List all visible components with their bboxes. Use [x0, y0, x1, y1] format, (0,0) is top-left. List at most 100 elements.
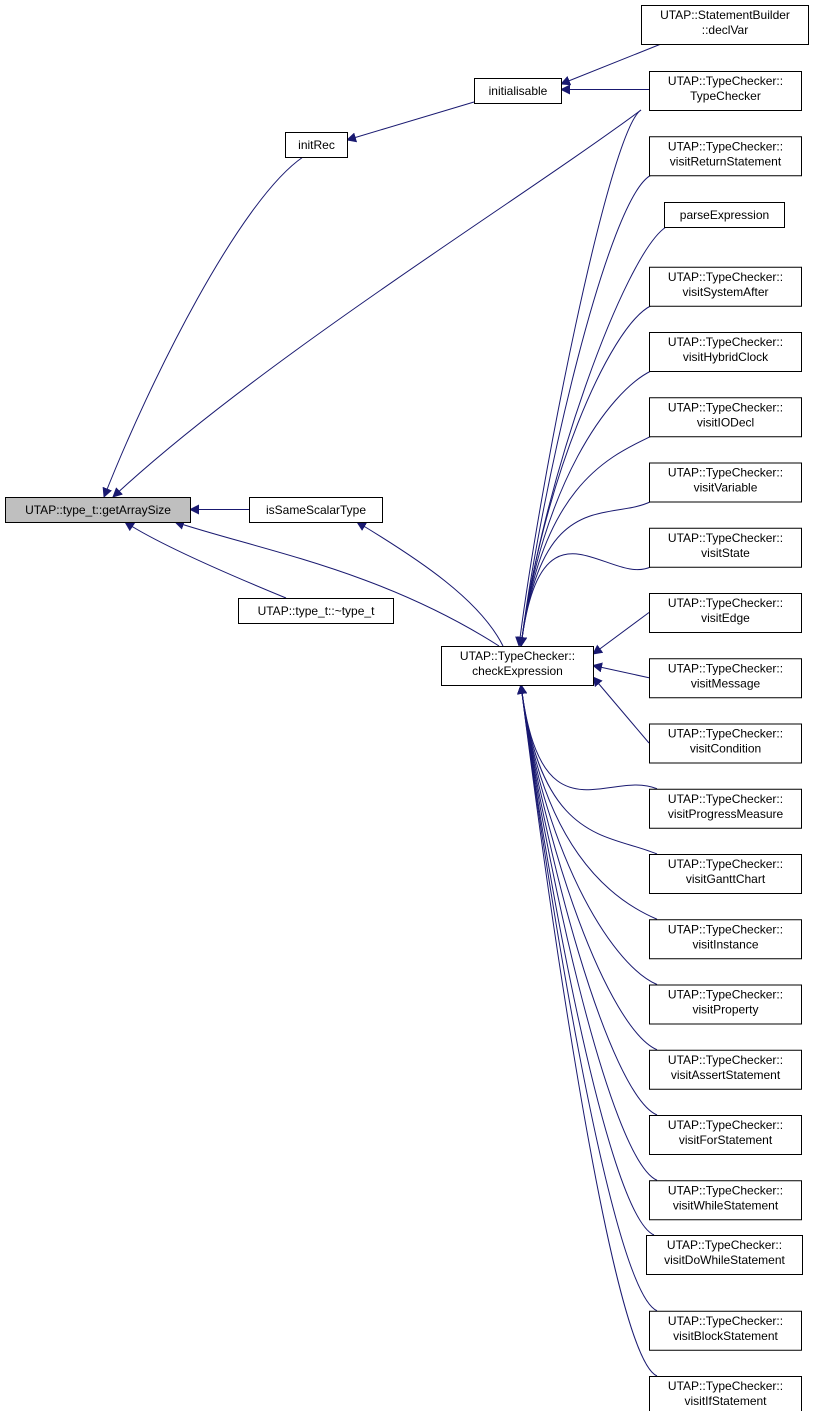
- node-label: UTAP::TypeChecker::: [668, 466, 783, 480]
- edge-tcBlock-to-checkExpression: [517, 684, 658, 1312]
- node-label: visitForStatement: [679, 1133, 773, 1147]
- edge-tcProgress-to-checkExpression: [517, 684, 658, 791]
- node-isSameScalarType[interactable]: isSameScalarType: [249, 497, 383, 523]
- node-tcGantt[interactable]: UTAP::TypeChecker::visitGanttChart: [649, 854, 802, 894]
- node-tcIf[interactable]: UTAP::TypeChecker::visitIfStatement: [649, 1376, 802, 1411]
- node-box: [649, 397, 802, 438]
- node-label: UTAP::TypeChecker::: [668, 531, 783, 545]
- node-box: [249, 497, 383, 523]
- node-label: UTAP::TypeChecker::: [668, 596, 783, 610]
- edge-tcAssert-to-checkExpression: [517, 684, 658, 1051]
- node-tcWhile[interactable]: UTAP::TypeChecker::visitWhileStatement: [649, 1180, 802, 1221]
- node-box: [649, 788, 802, 829]
- node-parseExpression[interactable]: parseExpression: [664, 202, 785, 228]
- node-tcProgress[interactable]: UTAP::TypeChecker::visitProgressMeasure: [649, 788, 802, 829]
- node-label: UTAP::type_t::~type_t: [258, 604, 376, 618]
- node-label: UTAP::TypeChecker::: [668, 74, 783, 88]
- node-tcSystemAfter[interactable]: UTAP::TypeChecker::visitSystemAfter: [649, 266, 802, 307]
- node-label: visitMessage: [691, 676, 761, 690]
- node-tcEdge[interactable]: UTAP::TypeChecker::visitEdge: [649, 593, 802, 633]
- node-initRec[interactable]: initRec: [285, 132, 348, 158]
- node-box: [646, 1235, 803, 1275]
- node-box: [649, 527, 802, 568]
- node-label: visitVariable: [694, 481, 758, 495]
- edge-checkExpression-to-root: [174, 520, 500, 647]
- node-label: UTAP::TypeChecker::: [668, 792, 783, 806]
- node-box: [649, 1376, 802, 1411]
- node-box: [238, 598, 394, 624]
- node-box: [649, 136, 802, 177]
- node-label: visitAssertStatement: [671, 1068, 781, 1082]
- edge-tcHybridClock-to-checkExpression: [517, 370, 652, 647]
- edge-tcWhile-to-checkExpression: [517, 684, 658, 1181]
- node-tcReturn[interactable]: UTAP::TypeChecker::visitReturnStatement: [649, 136, 802, 177]
- node-box: [649, 1115, 802, 1155]
- edge-tcFor-to-checkExpression: [517, 684, 658, 1116]
- node-root[interactable]: UTAP::type_t::getArraySize: [5, 497, 191, 523]
- node-initialisable[interactable]: initialisable: [474, 78, 562, 104]
- node-box: [5, 497, 191, 523]
- node-label: visitProperty: [692, 1003, 758, 1017]
- node-label: visitBlockStatement: [673, 1329, 778, 1343]
- node-tcHybridClock[interactable]: UTAP::TypeChecker::visitHybridClock: [649, 332, 802, 372]
- node-label: initRec: [298, 138, 335, 152]
- node-label: UTAP::TypeChecker::: [668, 335, 783, 349]
- node-tcState[interactable]: UTAP::TypeChecker::visitState: [649, 527, 802, 568]
- node-label: UTAP::StatementBuilder: [660, 8, 790, 22]
- node-label: TypeChecker: [690, 89, 761, 103]
- edge-initRec-to-root: [102, 156, 304, 498]
- node-declVar[interactable]: UTAP::StatementBuilder::declVar: [641, 5, 809, 45]
- node-box: [441, 646, 594, 686]
- node-tcInstance[interactable]: UTAP::TypeChecker::visitInstance: [649, 919, 802, 960]
- node-label: visitIfStatement: [684, 1394, 767, 1408]
- node-box: [649, 593, 802, 633]
- node-label: visitState: [701, 546, 750, 560]
- edge-tcVariable-to-checkExpression: [517, 501, 652, 647]
- node-tcAssert[interactable]: UTAP::TypeChecker::visitAssertStatement: [649, 1049, 802, 1090]
- edge-tcState-to-checkExpression: [517, 553, 652, 647]
- node-label: UTAP::TypeChecker::: [668, 139, 783, 153]
- edge-tcCondition-to-checkExpression: [592, 676, 650, 744]
- node-tcCondition[interactable]: UTAP::TypeChecker::visitCondition: [649, 723, 802, 764]
- node-label: parseExpression: [680, 208, 769, 222]
- node-label: UTAP::TypeChecker::: [668, 988, 783, 1002]
- node-dtor[interactable]: UTAP::type_t::~type_t: [238, 598, 394, 624]
- node-box: [285, 132, 348, 158]
- node-tcProperty[interactable]: UTAP::TypeChecker::visitProperty: [649, 984, 802, 1025]
- node-label: UTAP::TypeChecker::: [668, 1314, 783, 1328]
- node-label: UTAP::TypeChecker::: [668, 727, 783, 741]
- edge-tcReturn-to-checkExpression: [517, 174, 652, 647]
- node-box: [649, 462, 802, 503]
- node-tcTypeChecker[interactable]: UTAP::TypeChecker::TypeChecker: [649, 71, 802, 111]
- node-checkExpression[interactable]: UTAP::TypeChecker::checkExpression: [441, 646, 594, 686]
- edge-tcSystemAfter-to-checkExpression: [517, 305, 652, 647]
- node-label: visitReturnStatement: [670, 154, 782, 168]
- node-label: visitDoWhileStatement: [664, 1253, 785, 1267]
- node-label: visitSystemAfter: [682, 285, 768, 299]
- node-label: initialisable: [489, 84, 548, 98]
- node-label: UTAP::TypeChecker::: [460, 649, 575, 663]
- node-tcIODecl[interactable]: UTAP::TypeChecker::visitIODecl: [649, 397, 802, 438]
- node-label: ::declVar: [702, 23, 748, 37]
- edge-tcInstance-to-checkExpression: [517, 684, 658, 920]
- node-label: UTAP::TypeChecker::: [668, 1379, 783, 1393]
- edge-dtor-to-root: [124, 521, 287, 599]
- node-box: [649, 658, 802, 699]
- node-box: [649, 919, 802, 960]
- node-tcDoWhile[interactable]: UTAP::TypeChecker::visitDoWhileStatement: [646, 1235, 803, 1275]
- node-label: UTAP::TypeChecker::: [668, 1118, 783, 1132]
- node-box: [649, 723, 802, 764]
- node-tcFor[interactable]: UTAP::TypeChecker::visitForStatement: [649, 1115, 802, 1155]
- edge-declVar-to-initialisable: [560, 43, 662, 86]
- node-label: visitCondition: [690, 742, 761, 756]
- node-label: UTAP::TypeChecker::: [668, 857, 783, 871]
- node-tcVariable[interactable]: UTAP::TypeChecker::visitVariable: [649, 462, 802, 503]
- node-box: [641, 5, 809, 45]
- edge-tcTypeChecker-to-root: [112, 109, 642, 498]
- edge-tcProperty-to-checkExpression: [517, 684, 658, 985]
- node-tcBlock[interactable]: UTAP::TypeChecker::visitBlockStatement: [649, 1310, 802, 1351]
- nodes: UTAP::type_t::getArraySize initRec initial…: [5, 5, 809, 1411]
- node-tcMessage[interactable]: UTAP::TypeChecker::visitMessage: [649, 658, 802, 699]
- node-label: UTAP::TypeChecker::: [668, 270, 783, 284]
